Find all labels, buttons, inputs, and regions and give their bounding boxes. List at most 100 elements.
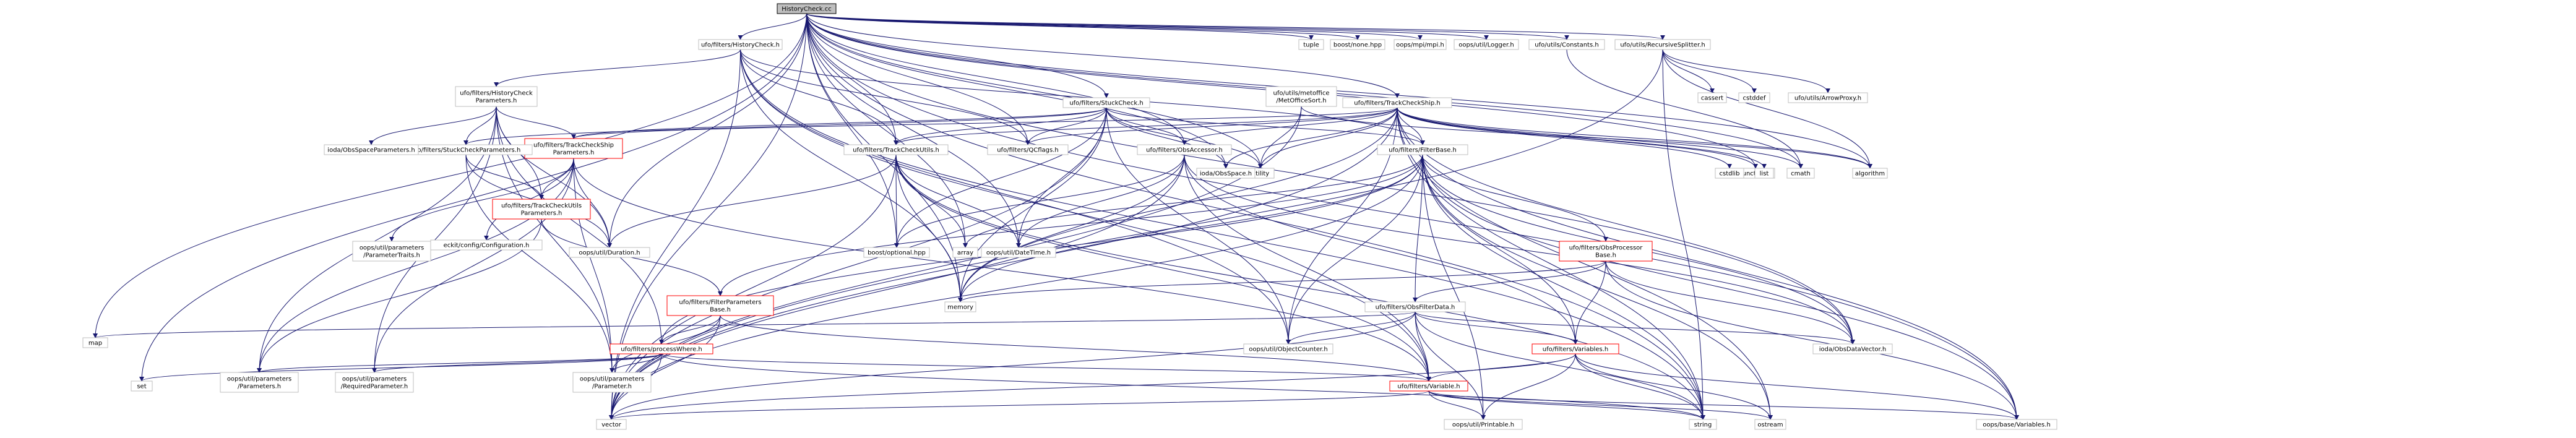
node-variables[interactable]: ufo/filters/Variables.h	[1531, 343, 1619, 354]
node-objectcounter[interactable]: oops/util/ObjectCounter.h	[1243, 343, 1333, 354]
edge-root-to-tcutils_h	[806, 13, 898, 145]
edge-metoffice-to-algorithm	[1301, 106, 1872, 169]
node-iodadatavector[interactable]: ioda/ObsDataVector.h	[1812, 343, 1893, 354]
node-tcship_h[interactable]: ufo/filters/TrackCheckShip.h	[1342, 97, 1452, 108]
edge-tcship_h-to-tcship_params	[571, 107, 1398, 139]
node-eckit_config[interactable]: eckit/config/Configuration.h	[430, 239, 543, 251]
edge-tcship_params-to-parameter	[573, 158, 614, 373]
node-parameter[interactable]: oops/util/parameters/Parameter.h	[572, 372, 652, 393]
node-datetime[interactable]: oops/util/DateTime.h	[981, 247, 1056, 258]
node-box	[843, 144, 949, 155]
node-label: oops/util/parameters	[360, 245, 424, 252]
node-label: oops/util/parameters	[342, 376, 407, 383]
edge-historycheck_h-to-filterbase	[740, 49, 1425, 145]
edge-tcutils_h-to-vector	[609, 154, 897, 420]
node-list[interactable]: list	[1754, 168, 1774, 179]
node-cstddef[interactable]: cstddef	[1738, 92, 1770, 103]
node-obsaccessor[interactable]: ufo/filters/ObsAccessor.h	[1137, 144, 1232, 155]
node-memory[interactable]: memory	[944, 301, 976, 312]
edge-filterbase-to-printable	[1422, 154, 1486, 420]
node-label: ioda/ObsSpace.h	[1200, 171, 1252, 178]
node-cmath[interactable]: cmath	[1786, 168, 1815, 179]
node-box	[1754, 168, 1774, 179]
node-label: ufo/filters/HistoryCheck.h	[701, 42, 780, 49]
node-recursive[interactable]: ufo/utils/RecursiveSplitter.h	[1614, 39, 1711, 50]
node-duration[interactable]: oops/util/Duration.h	[569, 247, 650, 258]
edge-filterparams-to-vector	[609, 315, 721, 420]
node-box	[944, 301, 976, 312]
node-box	[1788, 92, 1868, 103]
edge-filterbase-to-basevars	[1422, 154, 2019, 420]
edge-recursive-to-cstddef	[1662, 49, 1757, 93]
edge-variable-to-printable	[1428, 390, 1486, 420]
node-box	[1196, 168, 1256, 179]
node-cassert[interactable]: cassert	[1697, 92, 1727, 103]
node-stuck_params[interactable]: ufo/filters/StuckCheckParameters.h	[399, 144, 533, 155]
node-box	[324, 144, 419, 155]
node-odbspace_params[interactable]: ioda/ObsSpaceParameters.h	[324, 144, 419, 155]
edge-root-to-vector	[609, 13, 807, 420]
edge-tcutils_h-to-boost_optional	[894, 154, 899, 248]
node-arrowproxy[interactable]: ufo/utils/ArrowProxy.h	[1788, 92, 1868, 103]
node-filterbase[interactable]: ufo/filters/FilterBase.h	[1377, 144, 1468, 155]
edge-tcship_h-to-qcflags	[1025, 107, 1398, 145]
node-box	[1754, 419, 1786, 430]
node-label: oops/mpi/mpi.h	[1396, 42, 1444, 49]
node-box	[1389, 380, 1468, 392]
edge-historycheck_h-to-objectcounter	[740, 49, 1291, 345]
node-stuckcheck_h[interactable]: ufo/filters/StuckCheck.h	[1062, 97, 1150, 108]
node-historycheck_h[interactable]: ufo/filters/HistoryCheck.h	[698, 39, 783, 50]
node-obsfilterdata[interactable]: ufo/filters/ObsFilterData.h	[1364, 301, 1466, 312]
node-iodaspace[interactable]: ioda/ObsSpace.h	[1196, 168, 1256, 179]
node-cstdlib[interactable]: cstdlib	[1715, 168, 1744, 179]
node-label: oops/util/DateTime.h	[986, 250, 1051, 257]
node-qcflags[interactable]: ufo/filters/QCflags.h	[987, 144, 1069, 155]
edge-variables-to-printable	[1481, 353, 1576, 420]
node-vector[interactable]: vector	[596, 419, 627, 430]
node-oops_logger[interactable]: oops/util/Logger.h	[1454, 39, 1519, 50]
node-label: algorithm	[1855, 171, 1885, 178]
node-tcutils_h[interactable]: ufo/filters/TrackCheckUtils.h	[843, 144, 949, 155]
node-label: /Parameter.h	[592, 384, 632, 390]
node-boost_none[interactable]: boost/none.hpp	[1330, 39, 1385, 50]
node-root[interactable]: HistoryCheck.cc	[777, 3, 837, 14]
node-array[interactable]: array	[952, 247, 978, 258]
edge-filterbase-to-filterparams	[718, 154, 1423, 296]
node-variable[interactable]: ufo/filters/Variable.h	[1389, 380, 1468, 392]
edge-processwhere-to-parameters	[257, 353, 662, 373]
node-algorithm[interactable]: algorithm	[1852, 168, 1888, 179]
edge-tcutils_h-to-array	[895, 154, 968, 248]
node-paramtraits[interactable]: oops/util/parameters/ParameterTraits.h	[352, 241, 431, 262]
node-boost_optional[interactable]: boost/optional.hpp	[863, 247, 930, 258]
node-parameters[interactable]: oops/util/parameters/Parameters.h	[220, 372, 299, 393]
node-basevars[interactable]: oops/base/Variables.h	[1976, 419, 2057, 430]
node-label: ufo/filters/TrackCheckUtils	[501, 203, 582, 210]
node-label: ostream	[1757, 422, 1783, 429]
node-reqparam[interactable]: oops/util/parameters/RequiredParameter.h	[335, 372, 414, 393]
node-printable[interactable]: oops/util/Printable.h	[1444, 419, 1523, 430]
edge-hc_params-to-duration	[496, 106, 612, 248]
edge-root-to-datetime	[806, 13, 1021, 248]
node-set[interactable]: set	[131, 380, 153, 392]
node-map[interactable]: map	[82, 337, 108, 348]
node-label: /ParameterTraits.h	[363, 252, 420, 259]
node-metoffice[interactable]: ufo/utils/metoffice/MetOfficeSort.h	[1265, 86, 1337, 107]
node-box	[981, 247, 1056, 258]
edge-tcship_params-to-tcutils_params	[539, 158, 574, 200]
node-ostream[interactable]: ostream	[1754, 419, 1786, 430]
edge-variables-to-string	[1575, 353, 1705, 420]
node-oops_mpi[interactable]: oops/mpi/mpi.h	[1394, 39, 1447, 50]
node-constants[interactable]: ufo/utils/Constants.h	[1528, 39, 1605, 50]
node-label: ufo/filters/Variable.h	[1397, 384, 1460, 390]
edge-tcship_params-to-paramtraits	[389, 158, 574, 242]
edge-hc_params-to-odbspace_params	[369, 106, 497, 145]
edge-constants-to-cmath	[1566, 49, 1803, 169]
node-tuple[interactable]: tuple	[1298, 39, 1324, 50]
node-string[interactable]: string	[1689, 419, 1717, 430]
node-processwhere[interactable]: ufo/filters/processWhere.h	[610, 343, 713, 354]
